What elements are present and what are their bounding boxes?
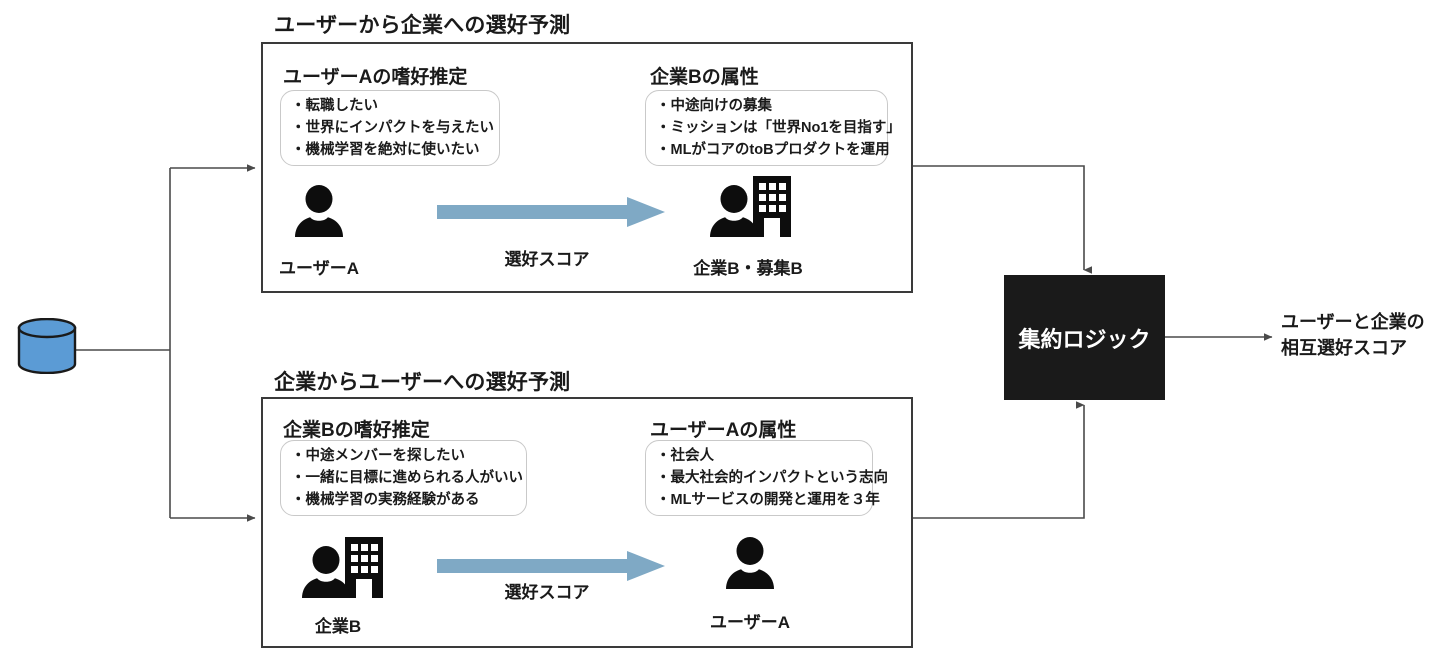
person-building-icon (705, 176, 791, 237)
bullet-item: ・社会人 (656, 447, 714, 464)
bullet-item: ・MLサービスの開発と運用を３年 (656, 492, 880, 509)
bullet-item: ・ミッションは「世界No1を目指す」 (656, 119, 901, 136)
bullet-item: ・中途メンバーを探したい (291, 447, 465, 464)
aggregator-label: 集約ロジック (1018, 326, 1151, 352)
icon-label-user-a: ユーザーA (279, 259, 359, 278)
bullet-item: ・機械学習の実務経験がある (291, 492, 480, 509)
bullet-item: ・一緒に目標に進められる人がいい (291, 469, 523, 486)
arrow-label-preference-score: 選好スコア (504, 583, 590, 602)
preference-score-arrow (437, 551, 665, 581)
section-title-user-to-company: ユーザーから企業への選好予測 (274, 14, 571, 37)
bullet-item: ・機械学習を絶対に使いたい (291, 142, 480, 159)
icon-label-user-a: ユーザーA (710, 613, 790, 632)
card-user-attributes: ・社会人 ・最大社会的インパクトという志向 ・MLサービスの開発と運用を３年 (645, 440, 888, 516)
icon-label-company-b: 企業B・募集B (693, 259, 803, 278)
bullet-item: ・中途向けの募集 (656, 97, 772, 114)
icon-label-company-b: 企業B (314, 617, 362, 636)
section-title-company-to-user: 企業からユーザーへの選好予測 (274, 371, 571, 394)
subtitle-user-attributes: ユーザーAの属性 (650, 420, 797, 441)
subtitle-company-attributes: 企業Bの属性 (650, 67, 759, 88)
bullet-item: ・転職したい (291, 97, 378, 114)
preference-score-arrow (437, 197, 665, 227)
person-building-icon (297, 537, 383, 598)
panel-company-to-user (261, 397, 913, 648)
card-user-preference: ・転職したい ・世界にインパクトを与えたい ・機械学習を絶対に使いたい (280, 90, 500, 166)
output-line-2: 相互選好スコア (1281, 337, 1407, 358)
bullet-item: ・最大社会的インパクトという志向 (656, 469, 888, 486)
panel-user-to-company (261, 42, 913, 293)
database-cylinder-icon (16, 318, 78, 374)
aggregator-box: 集約ロジック (1004, 275, 1165, 400)
subtitle-user-preference: ユーザーAの嗜好推定 (283, 67, 468, 88)
subtitle-company-preference: 企業Bの嗜好推定 (283, 420, 430, 441)
bullet-item: ・世界にインパクトを与えたい (291, 119, 494, 136)
bullet-item: ・MLがコアのtoBプロダクトを運用 (656, 142, 890, 159)
card-company-attributes: ・中途向けの募集 ・ミッションは「世界No1を目指す」 ・MLがコアのtoBプロ… (645, 90, 901, 166)
output-line-1: ユーザーと企業の (1281, 312, 1425, 332)
person-icon (721, 537, 779, 589)
card-company-preference: ・中途メンバーを探したい ・一緒に目標に進められる人がいい ・機械学習の実務経験… (280, 440, 527, 516)
person-icon (290, 185, 348, 237)
arrow-label-preference-score: 選好スコア (504, 250, 590, 269)
output-score-text: ユーザーと企業の 相互選好スコア (1281, 310, 1425, 361)
